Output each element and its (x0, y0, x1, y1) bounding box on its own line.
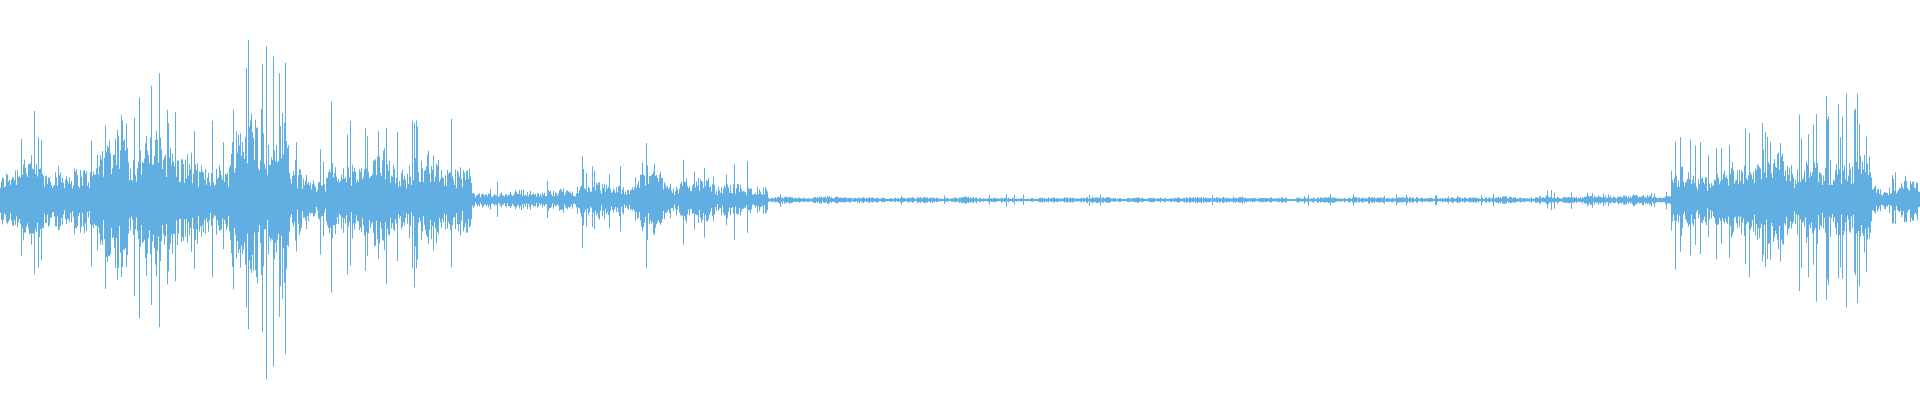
waveform-bars (0, 39, 1920, 380)
